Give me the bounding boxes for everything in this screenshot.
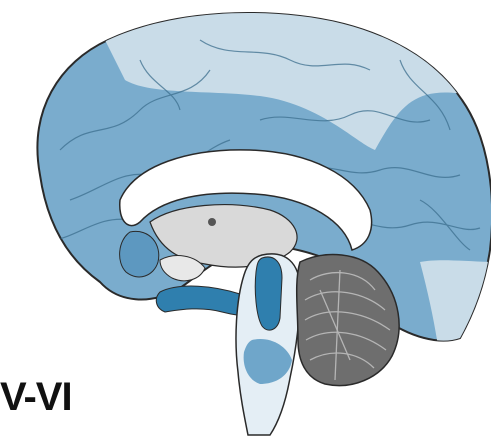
interthalamic-dot: [208, 218, 216, 226]
anterior-temporal-region: [120, 231, 159, 277]
stage-label: V-VI: [0, 377, 72, 417]
locus-coeruleus-region: [255, 257, 282, 330]
